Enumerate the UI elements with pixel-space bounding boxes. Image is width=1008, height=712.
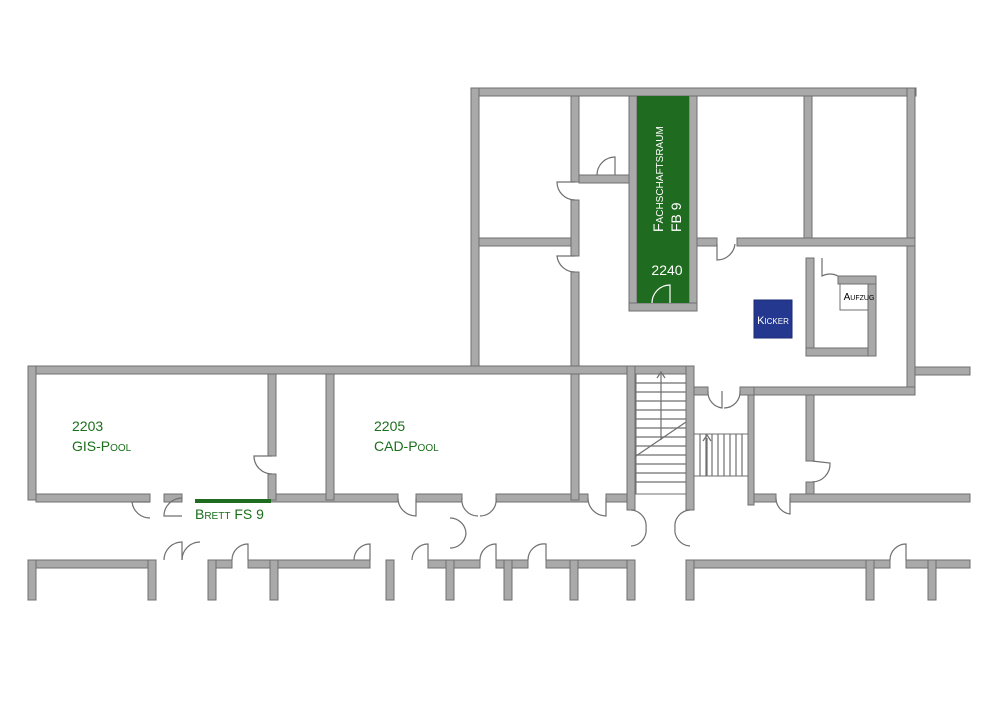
room-2203[interactable]: 2203 GIS-Pool: [72, 418, 132, 454]
room-2240[interactable]: Fachschaftsraum FB 9 2240: [637, 96, 689, 304]
room-2240-number: 2240: [651, 262, 682, 278]
stairwell-side: [693, 433, 749, 477]
notice-board-label: Brett FS 9: [195, 506, 264, 522]
room-2203-name: GIS-Pool: [72, 438, 132, 454]
room-2240-name-line1: Fachschaftsraum: [650, 126, 666, 232]
elevator-label: Aufzug: [844, 292, 875, 303]
south-corridor-walls: [27, 559, 971, 601]
notice-board[interactable]: Brett FS 9: [195, 499, 271, 522]
room-2205-number: 2205: [374, 418, 405, 434]
doors: [131, 156, 907, 561]
kicker-table[interactable]: Kicker: [753, 299, 793, 339]
room-2203-number: 2203: [72, 418, 103, 434]
room-2205-name: CAD-Pool: [374, 438, 439, 454]
room-2240-name-line2: FB 9: [668, 202, 684, 232]
notice-board-bar: [195, 499, 271, 503]
north-wing-walls: [470, 87, 971, 396]
stairwell-main: [635, 370, 687, 495]
elevator: Aufzug: [839, 283, 875, 311]
room-2205[interactable]: 2205 CAD-Pool: [374, 418, 439, 454]
kicker-label: Kicker: [757, 315, 789, 327]
room-2240-fill: [637, 96, 689, 303]
room-2240-name: Fachschaftsraum FB 9: [650, 122, 684, 232]
